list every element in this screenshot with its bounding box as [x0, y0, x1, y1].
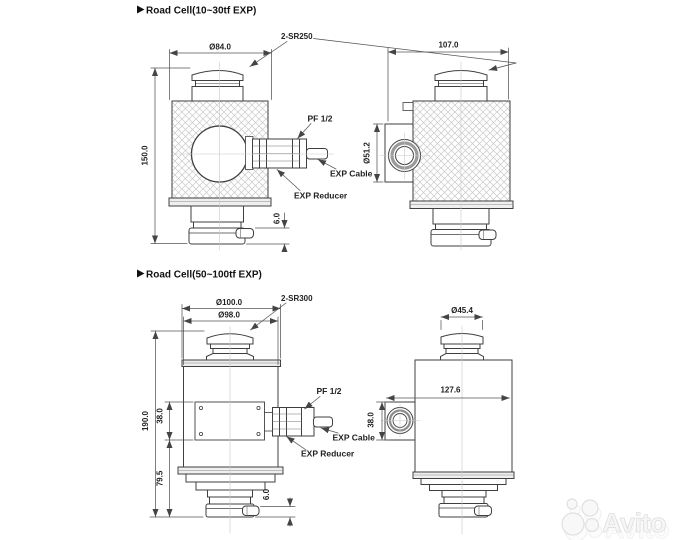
view3-connector-stub	[264, 412, 273, 432]
watermark-text: Avito	[602, 508, 666, 538]
view3-label-spherical: 2-SR300	[281, 294, 313, 303]
view1-front-10-30tf: Ø84.0 2-SR250 150.0 6.0 PF 1/2 EXP Cable…	[141, 32, 517, 253]
view3-dim-outer-diameter: Ø100.0	[216, 298, 243, 307]
view1-dim-height: 150.0	[141, 145, 150, 166]
view3-dim-lower-height: 79.5	[156, 470, 165, 486]
view3-clamp-screw-tab	[242, 505, 260, 516]
view4-dim-port-height: 38.0	[367, 412, 376, 428]
view4-neck2	[443, 496, 485, 504]
watermark-logo-circle-medium	[581, 499, 599, 517]
view4-neck1	[441, 490, 487, 498]
view3-dim-inner-diameter: Ø98.0	[218, 311, 240, 320]
section2-bullet-icon	[137, 269, 145, 278]
view3-dimensions	[149, 302, 339, 527]
view4-dim-top-diameter: Ø45.4	[451, 306, 473, 315]
view3-plate-screws	[198, 405, 261, 436]
view2-body-hatched	[412, 100, 511, 202]
section1-bullet-icon	[137, 5, 145, 14]
view4-step1	[420, 478, 507, 485]
view4-dim-body-width: 127.6	[440, 386, 461, 395]
view3-label-reducer: EXP Reducer	[301, 449, 355, 459]
view4-centerlines	[380, 325, 463, 535]
view2-dimensions	[373, 47, 509, 183]
section2-title: Road Cell(50~100tf EXP)	[146, 270, 262, 281]
view1-cap-dome	[191, 70, 244, 81]
watermark-text-echo: Avito	[605, 514, 669, 540]
view4-side-50-100tf: Ø45.4 127.6 38.0	[367, 306, 515, 535]
section1-title: Road Cell(10~30tf EXP)	[146, 6, 256, 17]
view1-connector-mount	[245, 136, 254, 170]
view4-step2	[429, 484, 498, 491]
view1-label-reducer: EXP Reducer	[294, 191, 348, 201]
view3-step2	[195, 481, 266, 491]
view2-centerlines	[379, 61, 462, 251]
view3-label-thread: PF 1/2	[317, 386, 342, 396]
view1-centerlines	[175, 61, 335, 251]
view1-label-thread: PF 1/2	[308, 114, 333, 124]
view2-clamp-screw-tab	[478, 229, 497, 240]
view4-dimensions	[376, 313, 510, 441]
view4-body	[414, 359, 513, 473]
view1-label-spherical: 2-SR250	[281, 32, 313, 41]
watermark-logo-circle-small	[566, 498, 578, 510]
view2-dim-port-diameter: Ø51.2	[363, 142, 372, 164]
view3-dim-plate-height: 38.0	[156, 408, 165, 424]
watermark-logo: Avito	[561, 498, 667, 538]
view1-clamp-screw-tab	[235, 228, 254, 239]
view2-top-lug	[402, 102, 414, 111]
view1-flange	[168, 197, 272, 207]
view1-bottom-step	[193, 221, 242, 229]
view3-label-cable: EXP Cable	[333, 433, 376, 443]
view1-cap-neck	[191, 86, 244, 102]
section2-header: Road Cell(50~100tf EXP)	[137, 269, 262, 281]
view3-dim-ring-height: 6.0	[262, 488, 271, 500]
view3-dim-height: 190.0	[141, 410, 150, 431]
view3-cable	[313, 416, 333, 428]
view1-label-cable: EXP Cable	[330, 169, 373, 179]
watermark-logo-circle-big	[561, 512, 585, 536]
section1-header: Road Cell(10~30tf EXP)	[137, 5, 256, 17]
view2-dim-width: 107.0	[438, 41, 459, 50]
view1-dim-top-diameter: Ø84.0	[209, 43, 231, 52]
view4-clamp-screw-tab	[474, 505, 492, 516]
view3-front-50-100tf: Ø100.0 Ø98.0 2-SR300 190.0 38.0 79.5 6.0…	[141, 294, 376, 534]
view3-step1	[185, 473, 276, 483]
view1-dim-ring-height: 6.0	[273, 212, 282, 224]
view2-side-10-30tf: 107.0 Ø51.2	[363, 41, 514, 251]
watermark-logo-circle-tiny	[584, 517, 600, 533]
watermark: Avito Avito	[561, 498, 670, 540]
view1-bottom-cylinder	[190, 205, 244, 223]
